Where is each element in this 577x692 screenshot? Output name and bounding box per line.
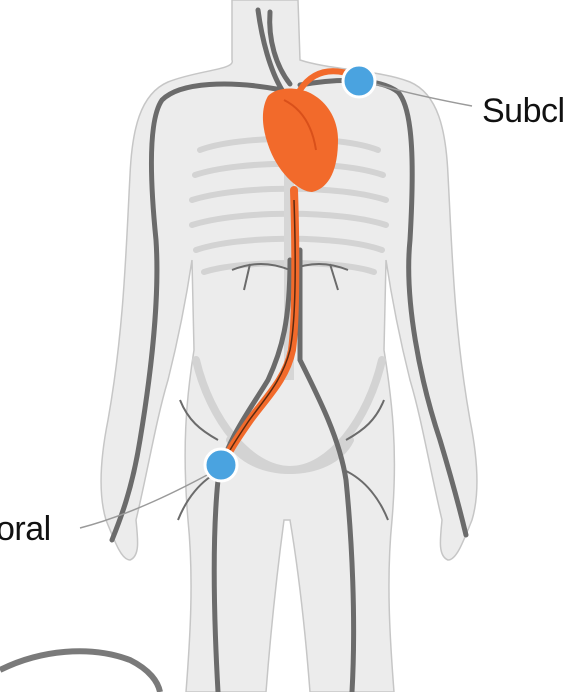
access-site-marker-icon [205, 449, 237, 481]
catheter-coil [0, 651, 160, 692]
subclavian-label: Subcl [482, 94, 565, 128]
femoral-label: oral [0, 512, 51, 546]
access-site-marker-icon [343, 65, 375, 97]
